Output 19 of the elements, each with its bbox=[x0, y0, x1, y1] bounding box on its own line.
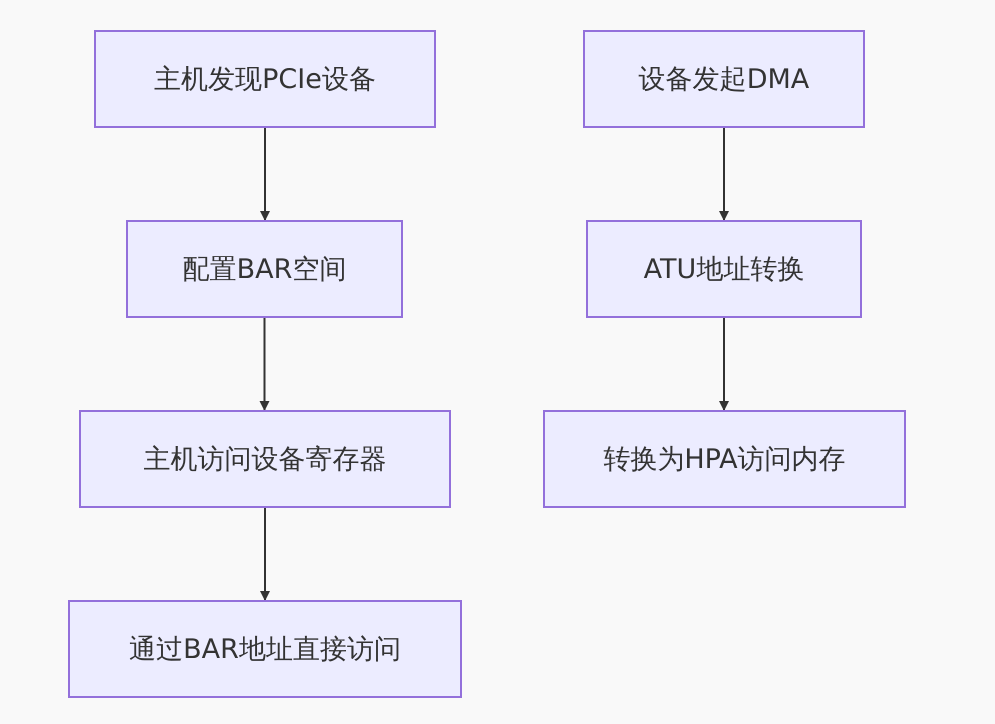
process-box bbox=[126, 220, 403, 318]
box-label: 主机发现PCIe设备 bbox=[154, 63, 376, 97]
arrow bbox=[260, 318, 270, 411]
box-label: 主机访问设备寄存器 bbox=[144, 443, 386, 477]
arrow bbox=[719, 128, 729, 221]
process-box bbox=[68, 600, 462, 698]
process-box bbox=[94, 30, 436, 128]
box-label: 设备发起DMA bbox=[638, 63, 810, 97]
process-box bbox=[79, 410, 451, 508]
process-box bbox=[586, 220, 862, 318]
arrow bbox=[260, 128, 270, 221]
box-label: ATU地址转换 bbox=[644, 253, 804, 287]
box-label: 配置BAR空间 bbox=[182, 253, 346, 287]
arrow bbox=[719, 318, 729, 411]
box-label: 通过BAR地址直接访问 bbox=[129, 633, 401, 667]
process-box bbox=[543, 410, 906, 508]
process-box bbox=[583, 30, 865, 128]
arrow bbox=[260, 508, 270, 601]
box-label: 转换为HPA访问内存 bbox=[603, 443, 846, 477]
